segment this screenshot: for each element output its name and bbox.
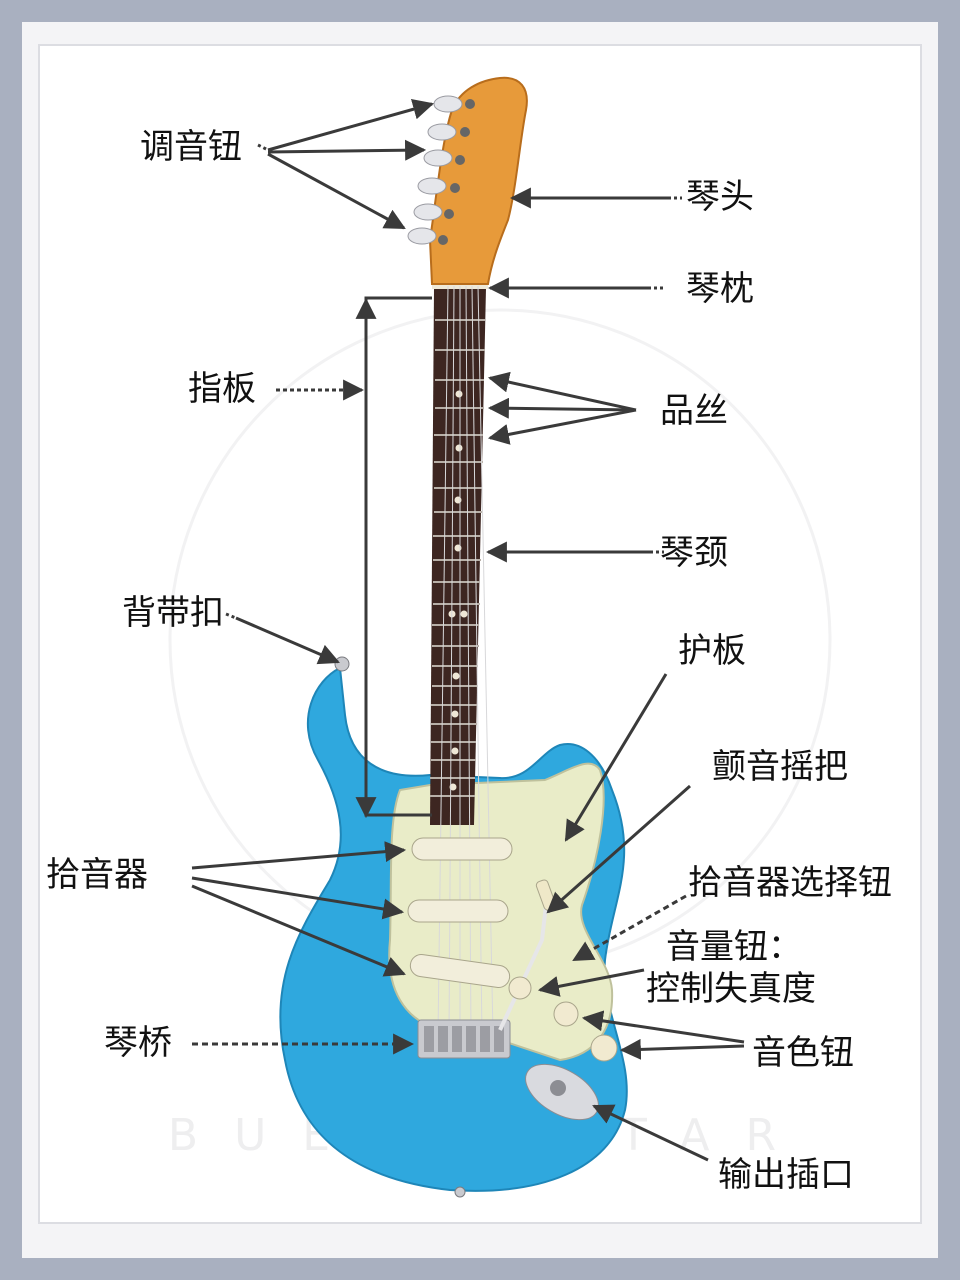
pickups <box>407 837 513 988</box>
label-nut: 琴枕 <box>686 269 754 309</box>
tuning-pegs <box>407 95 475 245</box>
label-bridge: 琴桥 <box>104 1023 172 1063</box>
bridge-saddles <box>424 1026 504 1052</box>
nut <box>432 282 488 289</box>
label-pickup-selector: 拾音器选择钮 <box>688 863 892 903</box>
label-fingerboard: 指板 <box>188 369 256 409</box>
label-strap-button: 背带扣 <box>122 593 224 633</box>
label-pickups: 拾音器 <box>46 855 148 895</box>
label-tone-knobs: 音色钮 <box>752 1033 854 1073</box>
neck <box>430 288 486 825</box>
label-tuning-pegs: 调音钮 <box>140 127 242 167</box>
annotation-arrows <box>191 98 745 1162</box>
label-tremolo-arm: 颤音摇把 <box>712 747 848 787</box>
label-volume-knob: 音量钮： <box>666 927 802 967</box>
label-output-jack: 输出插口 <box>718 1155 854 1195</box>
knobs <box>508 976 618 1062</box>
tremolo-arm <box>498 904 548 1031</box>
label-pickguard: 护板 <box>678 631 746 671</box>
label-neck: 琴颈 <box>660 533 728 573</box>
label-frets: 品丝 <box>660 391 728 431</box>
strap-button <box>334 656 350 672</box>
label-volume-knob-desc: 控制失真度 <box>646 969 816 1009</box>
label-headstock: 琴头 <box>686 177 754 217</box>
output-jack <box>525 1063 599 1121</box>
strap-button-bottom <box>454 1186 466 1198</box>
